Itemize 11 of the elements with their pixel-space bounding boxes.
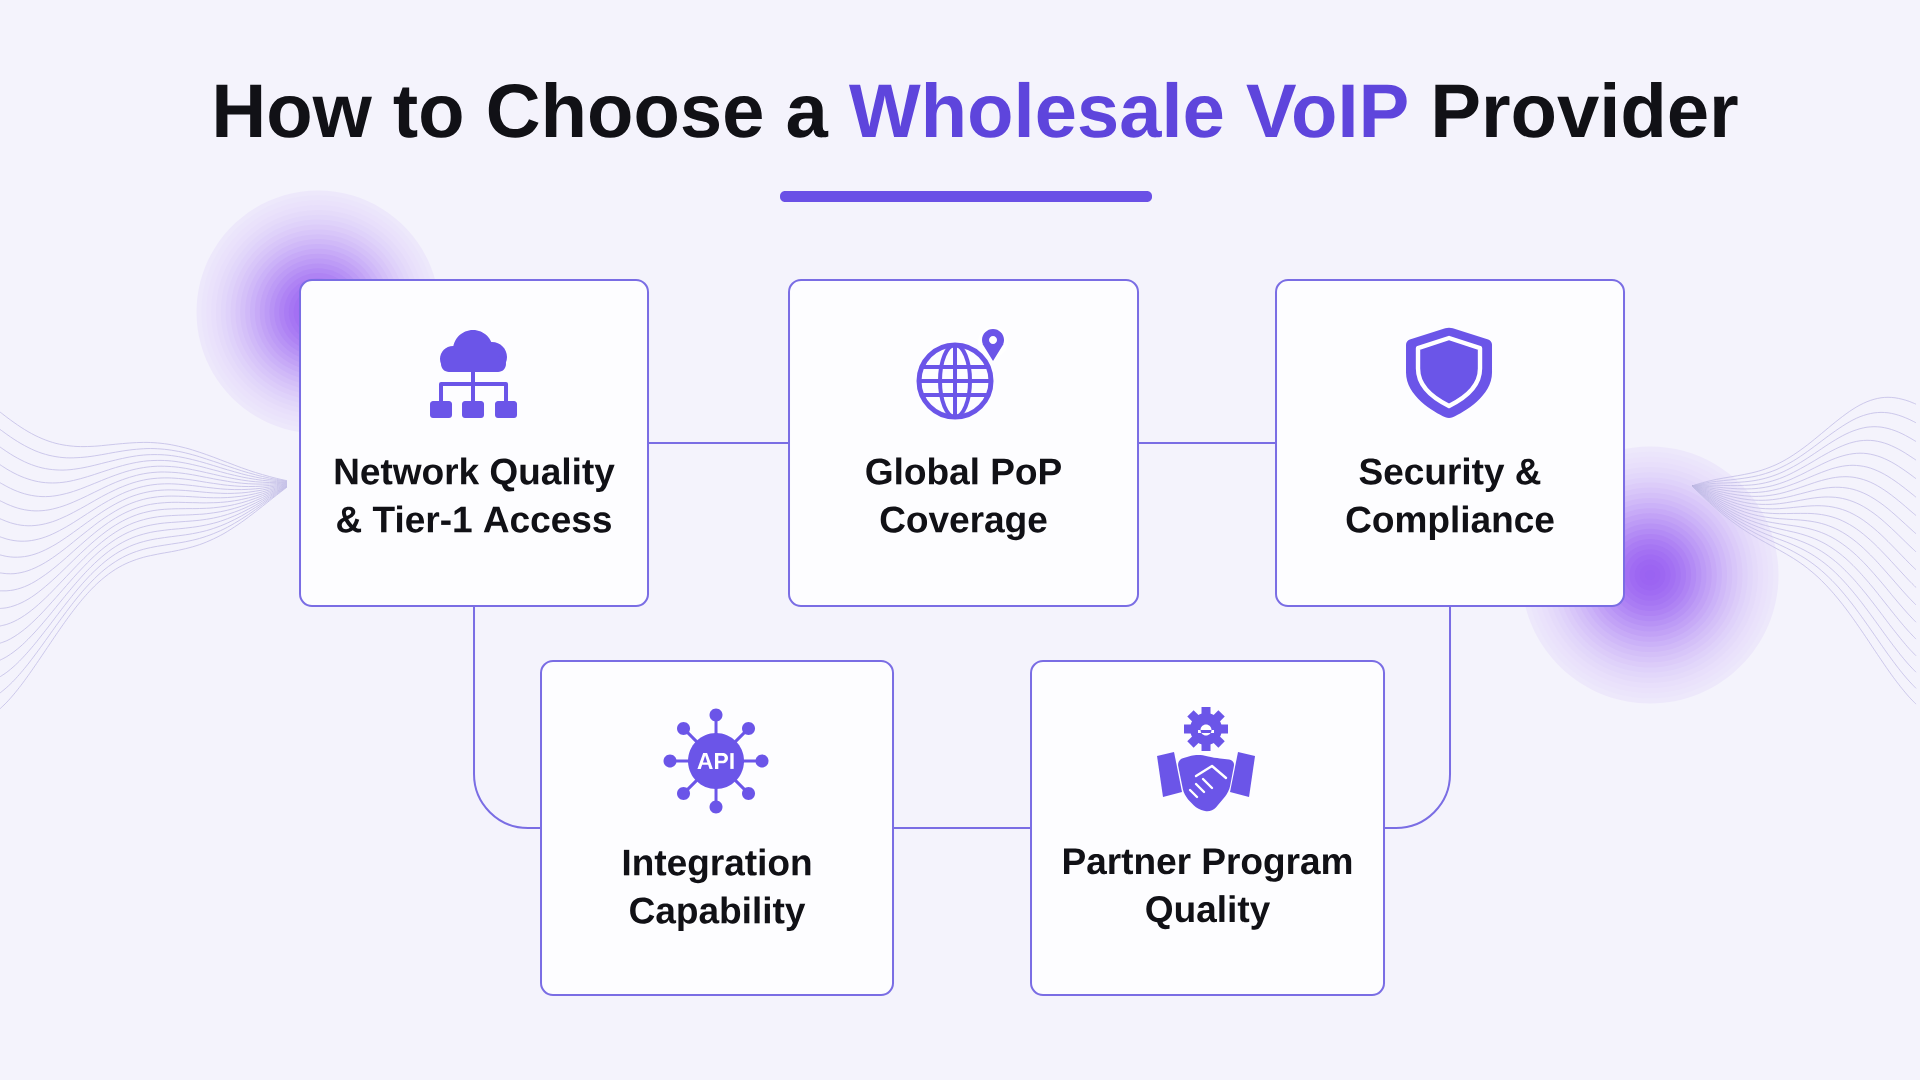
connector-line xyxy=(648,442,789,444)
card: Security & Compliance xyxy=(1275,279,1625,607)
icon-label: API xyxy=(697,753,734,769)
card: Partner Program Quality xyxy=(1030,660,1385,996)
connector-line xyxy=(1384,606,1451,829)
connector-line xyxy=(1138,442,1276,444)
card: Network Quality & Tier-1 Access xyxy=(299,279,649,607)
title: How to Choose a Wholesale VoIP Provider xyxy=(216,81,1738,138)
connector-line xyxy=(893,827,1031,829)
card: Global PoP Coverage xyxy=(788,279,1139,607)
connector-line xyxy=(473,606,541,829)
